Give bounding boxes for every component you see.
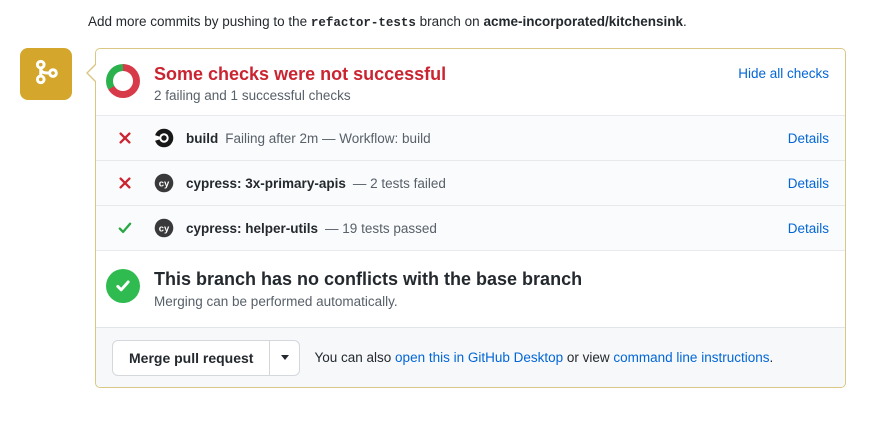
cypress-icon: cy: [154, 173, 174, 193]
mergeability-section: This branch has no conflicts with the ba…: [96, 250, 845, 327]
check-row-cypress-helper-utils: cy cypress: helper-utils — 19 tests pass…: [96, 205, 845, 250]
check-name: cypress: helper-utils: [186, 220, 319, 236]
x-icon: [117, 175, 133, 191]
git-merge-icon: [32, 58, 60, 91]
timeline-badge: [20, 48, 72, 100]
mergeability-title: This branch has no conflicts with the ba…: [154, 269, 583, 289]
merge-status-box: Some checks were not successful 2 failin…: [86, 48, 846, 388]
check-row-build: build Failing after 2m — Workflow: build…: [96, 115, 845, 160]
details-link[interactable]: Details: [787, 220, 829, 236]
merge-pull-request-button[interactable]: Merge pull request: [113, 341, 269, 375]
details-link[interactable]: Details: [787, 175, 829, 191]
mergeability-subtitle: Merging can be performed automatically.: [154, 294, 398, 309]
cypress-icon: cy: [154, 218, 174, 238]
check-icon: [117, 220, 133, 236]
check-name: build: [186, 130, 219, 146]
merge-actions-bar: Merge pull request You can also open thi…: [96, 327, 845, 387]
check-description: Failing after 2m — Workflow: build: [225, 130, 431, 146]
merge-button-group: Merge pull request: [112, 339, 301, 376]
checks-title: Some checks were not successful: [154, 64, 447, 84]
checks-header: Some checks were not successful 2 failin…: [96, 49, 845, 115]
github-desktop-link[interactable]: open this in GitHub Desktop: [395, 350, 564, 365]
alternative-merge-options: You can also open this in GitHub Desktop…: [314, 350, 773, 365]
push-notice-suffix: .: [683, 14, 687, 29]
check-circle-icon: [106, 269, 140, 303]
merge-options-dropdown-button[interactable]: [269, 340, 299, 375]
check-row-cypress-primary-apis: cy cypress: 3x-primary-apis — 2 tests fa…: [96, 160, 845, 205]
merge-timeline-item: Some checks were not successful 2 failin…: [20, 48, 846, 388]
x-icon: [117, 130, 133, 146]
check-description: — 19 tests passed: [325, 220, 437, 236]
checks-summary: 2 failing and 1 successful checks: [154, 88, 351, 103]
details-link[interactable]: Details: [787, 130, 829, 146]
check-name: cypress: 3x-primary-apis: [186, 175, 346, 191]
command-line-instructions-link[interactable]: command line instructions: [613, 350, 770, 365]
branch-name: refactor-tests: [310, 16, 416, 30]
push-notice: Add more commits by pushing to the refac…: [88, 12, 846, 33]
checks-status-donut-icon: [106, 64, 140, 98]
push-notice-prefix: Add more commits by pushing to the: [88, 14, 311, 29]
hide-all-checks-link[interactable]: Hide all checks: [738, 66, 829, 81]
push-notice-middle: branch on: [415, 14, 484, 29]
repo-name: acme-incorporated/kitchensink: [483, 14, 683, 29]
svg-text:cy: cy: [159, 179, 170, 190]
alt-suffix: .: [769, 350, 774, 365]
dropdown-caret-icon: [280, 355, 289, 360]
circleci-icon: [153, 128, 174, 148]
svg-text:cy: cy: [159, 224, 170, 235]
check-description: — 2 tests failed: [352, 175, 446, 191]
alt-prefix: You can also: [314, 350, 396, 365]
alt-middle: or view: [563, 350, 614, 365]
